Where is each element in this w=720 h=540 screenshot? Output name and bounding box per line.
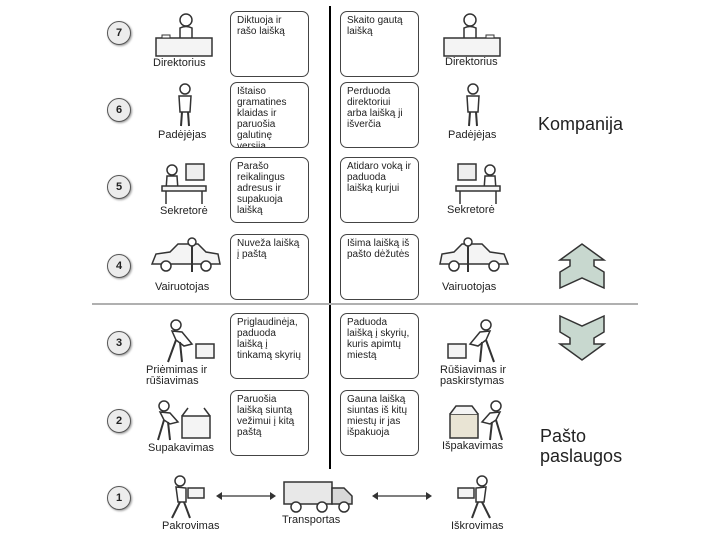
step-number-5: 5 <box>107 175 131 199</box>
double-arrow-left-icon <box>216 492 276 500</box>
computer-desk-icon <box>161 163 207 204</box>
right-box-2: Gauna laišką siuntas iš kitų miestų ir j… <box>340 390 419 456</box>
step-number-1: 1 <box>107 486 131 510</box>
right-label-2: Išpakavimas <box>442 440 504 452</box>
desk-person-icon <box>155 13 213 57</box>
step-number-2: 2 <box>107 409 131 433</box>
right-label-5: Sekretorė <box>447 204 495 216</box>
double-arrow-right-icon <box>372 492 432 500</box>
right-label-4: Vairuotojas <box>442 281 497 293</box>
right-label-1: Iškrovimas <box>451 520 504 532</box>
step-number-6: 6 <box>107 98 131 122</box>
left-label-4: Vairuotojas <box>155 281 210 293</box>
left-box-7: Diktuoja ir rašo laišką <box>230 11 309 77</box>
right-box-5: Atidaro voką ir paduoda laišką kurjui <box>340 157 419 223</box>
step-number-4: 4 <box>107 254 131 278</box>
left-box-2: Paruošia laišką siuntą vežimui į kitą pa… <box>230 390 309 456</box>
right-box-6: Perduoda direktoriui arba laišką ji išve… <box>340 82 419 148</box>
sorting-worker-icon <box>167 319 215 363</box>
left-box-3: Priglaudinėja, paduoda laišką į tinkamą … <box>230 313 309 379</box>
left-box-5: Parašo reikalingus adresus ir supakuoja … <box>230 157 309 223</box>
standing-person-icon <box>466 83 480 127</box>
transport-label: Transportas <box>282 514 341 526</box>
company-label: Kompanija <box>538 114 624 134</box>
box-packer-icon <box>157 400 211 441</box>
carrier-icon <box>171 475 205 519</box>
right-box-4: Išima laišką iš pašto dėžutės <box>340 234 419 300</box>
car-driver-icon <box>439 237 510 272</box>
right-label-7: Direktorius <box>445 56 498 68</box>
left-label-5: Sekretorė <box>160 205 208 217</box>
left-box-6: Ištaiso gramatines klaidas ir paruošia g… <box>230 82 309 148</box>
step-number-3: 3 <box>107 331 131 355</box>
left-label-7: Direktorius <box>153 57 206 69</box>
down-arrow-icon <box>557 314 607 361</box>
right-box-7: Skaito gautą laišką <box>340 11 419 77</box>
postal-services-label: Pašto paslaugos <box>540 426 623 466</box>
carrier-icon <box>457 475 491 519</box>
computer-desk-icon <box>455 163 501 204</box>
right-label-3: Rūšiavimas ir paskirstymas <box>440 364 507 387</box>
center-divider-line <box>329 6 331 469</box>
up-arrow-icon <box>557 243 607 290</box>
right-label-6: Padėjėjas <box>448 129 497 141</box>
desk-person-icon <box>443 13 501 57</box>
box-packer-icon <box>449 400 503 441</box>
left-box-4: Nuveža laišką į paštą <box>230 234 309 300</box>
right-box-3: Paduoda laišką į skyrių, kuris apimtų mi… <box>340 313 419 379</box>
left-label-2: Supakavimas <box>148 442 215 454</box>
truck-icon <box>283 481 353 513</box>
company-postal-divider-line <box>92 303 638 305</box>
step-number-7: 7 <box>107 21 131 45</box>
sorting-worker-icon <box>447 319 495 363</box>
left-label-6: Padėjėjas <box>158 129 207 141</box>
left-label-1: Pakrovimas <box>162 520 220 532</box>
car-driver-icon <box>150 237 221 272</box>
left-label-3: Priėmimas ir rūšiavimas <box>146 364 208 387</box>
standing-person-icon <box>178 83 192 127</box>
